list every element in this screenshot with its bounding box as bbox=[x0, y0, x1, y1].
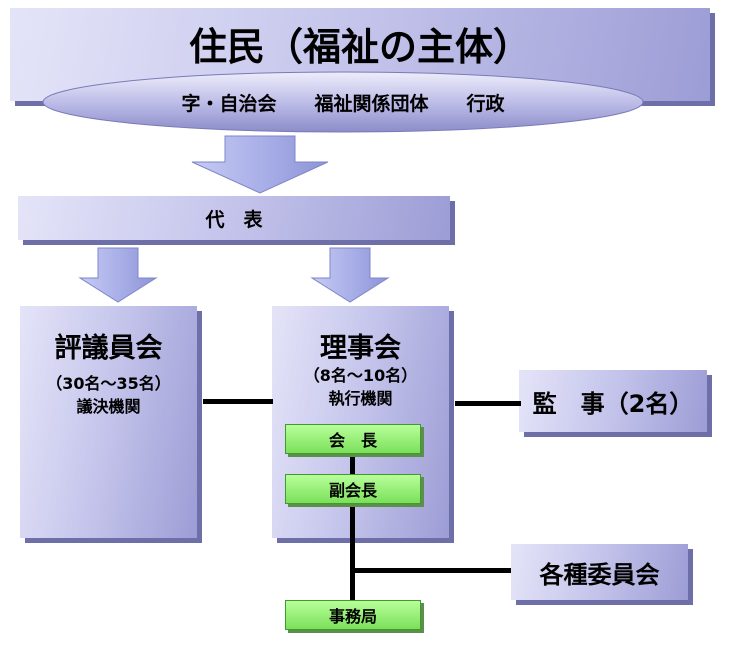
board-members: （8名～10名） bbox=[303, 366, 418, 385]
secretariat-label: 事務局 bbox=[328, 607, 377, 626]
arrow-to-board bbox=[310, 247, 390, 303]
auditor-label: 監 事（2名） bbox=[532, 389, 694, 418]
committees-label: 各種委員会 bbox=[539, 560, 660, 589]
arrow-residents-to-representative bbox=[191, 135, 329, 194]
vice-chair-box: 副会長 bbox=[285, 474, 421, 504]
council-title: 評議員会 bbox=[54, 333, 163, 364]
arrow-to-council bbox=[78, 247, 158, 303]
council-role: 議決機関 bbox=[76, 397, 141, 416]
group-welfare-orgs: 福祉関係団体 bbox=[314, 93, 429, 115]
representative-label: 代 表 bbox=[205, 208, 263, 231]
council-box bbox=[20, 306, 197, 538]
connector-council-board bbox=[203, 399, 273, 404]
connector-vice-secretariat bbox=[350, 504, 355, 600]
group-government: 行政 bbox=[466, 93, 505, 115]
council-members: （30名～35名） bbox=[46, 374, 171, 393]
auditor-box: 監 事（2名） bbox=[519, 370, 707, 432]
residents-title: 住民（福祉の主体） bbox=[188, 25, 531, 69]
board-role: 執行機関 bbox=[328, 389, 393, 408]
representative-box: 代 表 bbox=[18, 196, 450, 240]
groups-row: 字・自治会 福祉関係団体 行政 bbox=[43, 89, 643, 116]
chair-box: 会 長 bbox=[285, 424, 421, 454]
connector-chair-vice bbox=[350, 454, 355, 478]
connector-board-auditor bbox=[455, 401, 521, 406]
connector-to-committees bbox=[355, 568, 511, 573]
group-jichikai: 字・自治会 bbox=[181, 93, 277, 115]
groups-ellipse bbox=[42, 71, 644, 133]
chair-label: 会 長 bbox=[328, 431, 377, 450]
board-title: 理事会 bbox=[320, 333, 401, 364]
secretariat-box: 事務局 bbox=[285, 600, 421, 630]
committees-box: 各種委員会 bbox=[511, 544, 688, 600]
vice-chair-label: 副会長 bbox=[328, 481, 377, 500]
